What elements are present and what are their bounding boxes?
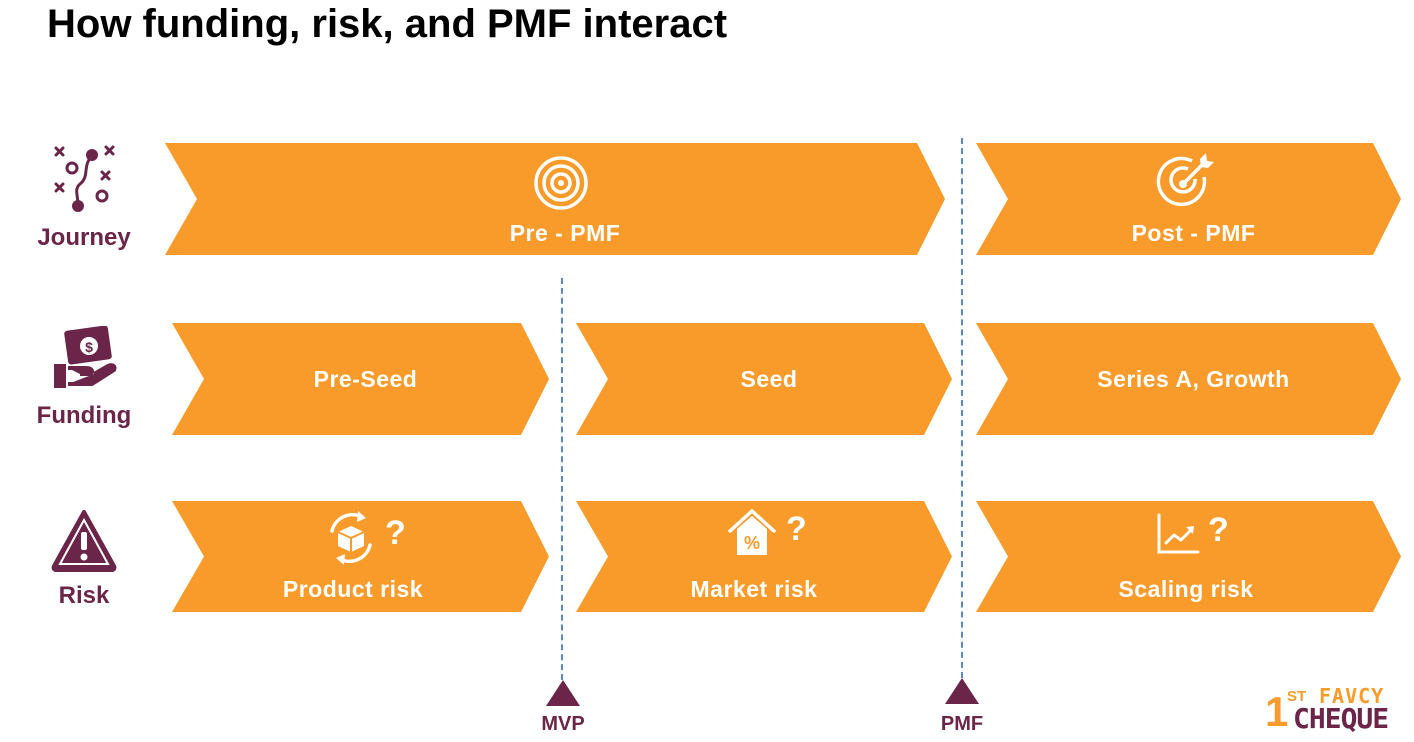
- logo-superscript: ST: [1287, 688, 1307, 705]
- page-title: How funding, risk, and PMF interact: [47, 2, 728, 46]
- logo-top-text: FAVCY: [1319, 684, 1385, 708]
- product-cycle-icon: [322, 509, 380, 567]
- row-label-journey: Journey: [37, 224, 131, 251]
- funding-stage-label: Pre-Seed: [313, 366, 418, 392]
- risk-stage-scaling: ? Scaling risk: [976, 501, 1401, 612]
- pmf-divider-line: [961, 138, 963, 678]
- risk-question-mark: ?: [786, 510, 807, 548]
- risk-question-mark: ?: [385, 514, 406, 552]
- milestone-label-mvp: MVP: [541, 713, 585, 735]
- funding-stage-label: Seed: [740, 366, 798, 392]
- row-label-funding: Funding: [36, 402, 132, 429]
- row-label-risk: Risk: [58, 582, 110, 609]
- risk-question-mark: ?: [1208, 511, 1229, 549]
- mvp-divider-line: [561, 278, 563, 680]
- journey-stage-label: Pre - PMF: [509, 220, 621, 246]
- pmf-marker-triangle: [945, 678, 979, 704]
- journey-path-icon: [52, 144, 118, 214]
- favcy-1st-cheque-logo: 1 ST FAVCY CHEQUE: [1265, 684, 1405, 736]
- funding-stage-label: Series A, Growth: [1097, 366, 1290, 392]
- funding-stage-pre-seed: Pre-Seed: [172, 323, 549, 435]
- journey-stage-pre-pmf: Pre - PMF: [165, 143, 945, 255]
- svg-text:%: %: [744, 533, 760, 553]
- risk-stage-product: ? Product risk: [172, 501, 549, 612]
- logo-number: 1: [1265, 688, 1289, 735]
- growth-chart-icon: [1156, 513, 1200, 555]
- logo-bottom-text: CHEQUE: [1293, 702, 1389, 735]
- funding-stage-series-a: Series A, Growth: [976, 323, 1401, 435]
- journey-stage-label: Post - PMF: [1131, 220, 1256, 246]
- house-percent-icon: %: [726, 507, 778, 557]
- funding-stage-seed: Seed: [576, 323, 952, 435]
- svg-text:$: $: [85, 339, 93, 355]
- milestone-label-pmf: PMF: [940, 713, 984, 735]
- journey-stage-post-pmf: Post - PMF: [976, 143, 1401, 255]
- mvp-marker-triangle: [546, 680, 580, 706]
- risk-stage-market: % ? Market risk: [576, 501, 952, 612]
- risk-stage-label: Scaling risk: [1118, 576, 1254, 602]
- warning-triangle-icon: [50, 508, 118, 572]
- concentric-target-icon: [533, 155, 589, 211]
- risk-stage-label: Product risk: [282, 576, 424, 602]
- hand-money-icon: $: [52, 325, 118, 390]
- risk-stage-label: Market risk: [690, 576, 818, 602]
- target-arrow-icon: [1156, 151, 1218, 211]
